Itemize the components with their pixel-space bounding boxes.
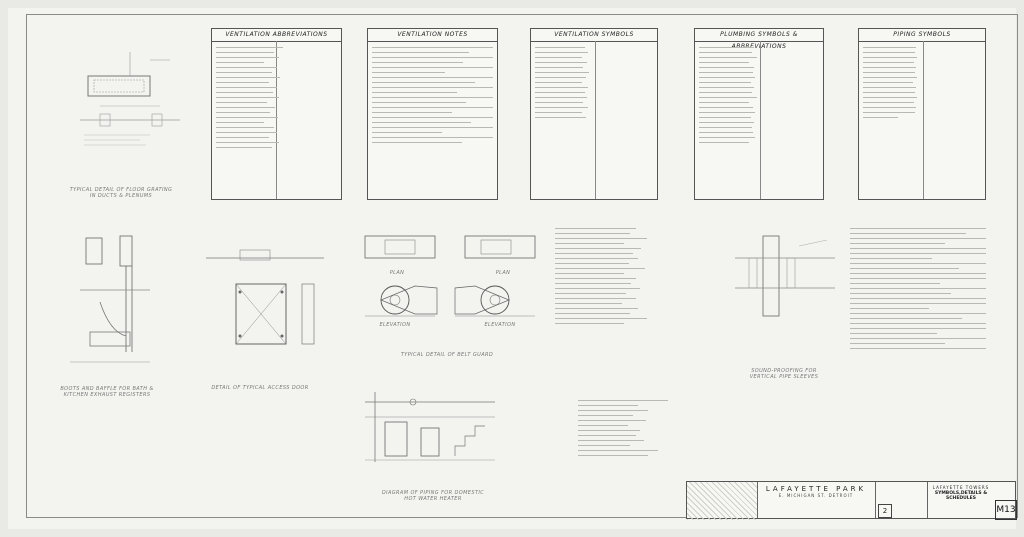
title-block: LAFAYETTE PARK E. MICHIGAN ST. DETROIT 2… — [686, 481, 1017, 520]
boots-baffle-caption: BOOTS AND BAFFLE FOR BATH & KITCHEN EXHA… — [60, 386, 154, 398]
panel-title: VENTILATION SYMBOLS — [531, 29, 657, 42]
boots-baffle-detail — [70, 235, 150, 363]
panel-symbol-lines — [699, 47, 819, 195]
access-door-detail — [206, 249, 324, 345]
sheet-border — [26, 14, 1018, 518]
piping-diagram-caption: DIAGRAM OF PIPING FOR DOMESTIC HOT WATER… — [381, 490, 485, 502]
general-notes — [850, 228, 986, 376]
floor-grating-caption: TYPICAL DETAIL OF FLOOR GRATING IN DUCTS… — [69, 187, 173, 199]
elevation-right-label: ELEVATION — [484, 322, 516, 328]
column-divider — [595, 41, 596, 199]
secondary-schedule — [578, 400, 678, 480]
sound-proofing-caption: SOUND-PROOFING FOR VERTICAL PIPE SLEEVES — [749, 368, 819, 380]
notes-lines — [850, 228, 986, 372]
divider — [757, 482, 758, 518]
sheet-info: 2 — [875, 482, 927, 520]
floor-grating-detail — [80, 52, 180, 146]
project-name: LAFAYETTE PARK — [765, 485, 867, 493]
project-location: E. MICHIGAN ST. DETROIT — [778, 493, 854, 498]
drawing-title: SYMBOLS,DETAILS & SCHEDULES — [934, 491, 988, 501]
ventilation-symbols-panel: VENTILATION SYMBOLS — [530, 28, 658, 200]
equipment-schedule — [555, 228, 670, 348]
panel-title: VENTILATION NOTES — [368, 29, 497, 42]
panel-symbol-lines — [535, 47, 653, 195]
sheet-number: M13 — [995, 500, 1017, 520]
panel-text-lines — [372, 47, 493, 195]
sheet-name: LAFAYETTE TOWERS — [932, 485, 990, 490]
ventilation-notes-panel: VENTILATION NOTES — [367, 28, 498, 200]
divider — [927, 482, 928, 518]
schedule-rows — [555, 228, 670, 344]
revision-block — [687, 482, 757, 520]
column-divider — [760, 41, 761, 199]
project-block: LAFAYETTE PARK E. MICHIGAN ST. DETROIT — [757, 482, 875, 520]
panel-title: PIPING SYMBOLS — [859, 29, 985, 42]
hot-water-piping-diagram — [365, 392, 495, 462]
plumbing-symbols-panel: PLUMBING SYMBOLS & ABBREVIATIONS — [694, 28, 824, 200]
panel-symbol-lines — [863, 47, 981, 195]
column-divider — [923, 41, 924, 199]
belt-guard-detail — [364, 235, 536, 317]
drawing-sheet — [8, 8, 1016, 529]
drawing-title-block: LAFAYETTE TOWERS SYMBOLS,DETAILS & SCHED… — [927, 482, 995, 520]
belt-guard-caption: TYPICAL DETAIL OF BELT GUARD — [400, 352, 494, 358]
ventilation-abbreviations-panel: VENTILATION ABBREVIATIONS — [211, 28, 342, 200]
access-door-caption: DETAIL OF TYPICAL ACCESS DOOR — [211, 385, 309, 391]
elevation-left-label: ELEVATION — [379, 322, 411, 328]
plan-right-label: PLAN — [495, 270, 511, 276]
piping-symbols-panel: PIPING SYMBOLS — [858, 28, 986, 200]
column-divider — [276, 41, 277, 199]
revision-number: 2 — [878, 504, 892, 518]
panel-title: PLUMBING SYMBOLS & ABBREVIATIONS — [695, 29, 823, 50]
sound-proofing-detail — [735, 235, 835, 317]
plan-left-label: PLAN — [389, 270, 405, 276]
panel-text-lines — [216, 47, 337, 195]
divider — [875, 482, 876, 518]
schedule-rows — [578, 400, 678, 476]
